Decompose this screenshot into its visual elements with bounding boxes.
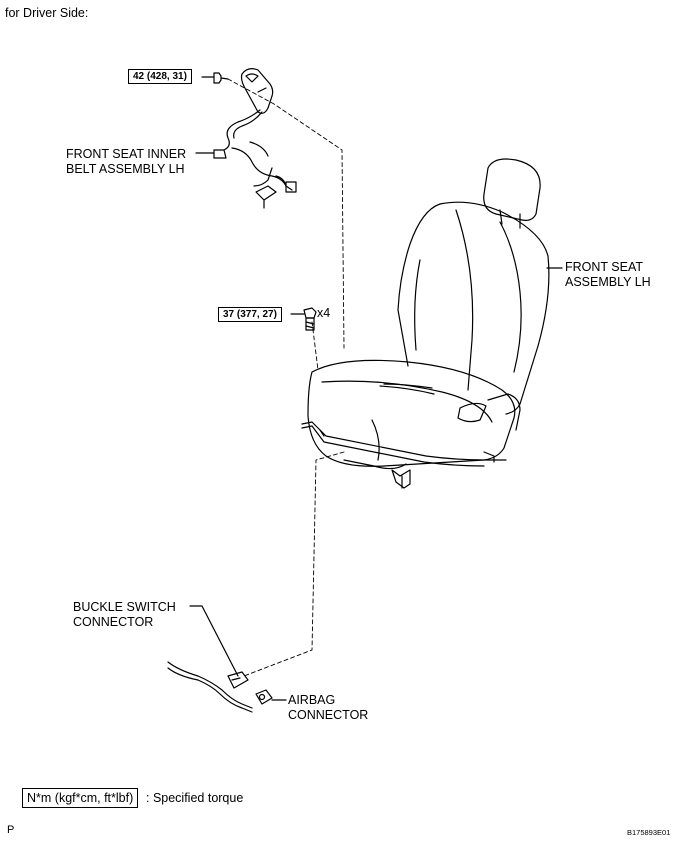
buckle-connector-label-line2: CONNECTOR: [73, 615, 154, 629]
inner-belt-assembly: [195, 68, 297, 209]
page-marker: P: [7, 824, 15, 836]
airbag-connector-label-line1: AIRBAG: [288, 693, 336, 707]
page-title: for Driver Side:: [5, 6, 89, 20]
seat-bolt: [290, 307, 317, 331]
connector-harness: [167, 605, 287, 713]
seat-label-line2: ASSEMBLY LH: [565, 275, 651, 289]
alignment-lines: [227, 78, 345, 677]
bolt-quantity: x4: [317, 306, 331, 320]
figure-id: B175893E01: [627, 828, 671, 837]
inner-belt-label-line1: FRONT SEAT INNER: [66, 147, 187, 161]
seat-label-line1: FRONT SEAT: [565, 260, 644, 274]
torque-legend-unit: N*m (kgf*cm, ft*lbf): [22, 788, 139, 808]
airbag-connector-label-line2: CONNECTOR: [288, 708, 369, 722]
buckle-connector-label-line1: BUCKLE SWITCH: [73, 600, 176, 614]
front-seat-assembly: [301, 158, 563, 489]
torque-spec-buckle-bolt: 42 (428, 31): [128, 69, 192, 84]
torque-legend-description: : Specified torque: [146, 791, 244, 805]
inner-belt-label-line2: BELT ASSEMBLY LH: [66, 162, 185, 176]
torque-spec-seat-bolt: 37 (377, 27): [218, 307, 282, 322]
